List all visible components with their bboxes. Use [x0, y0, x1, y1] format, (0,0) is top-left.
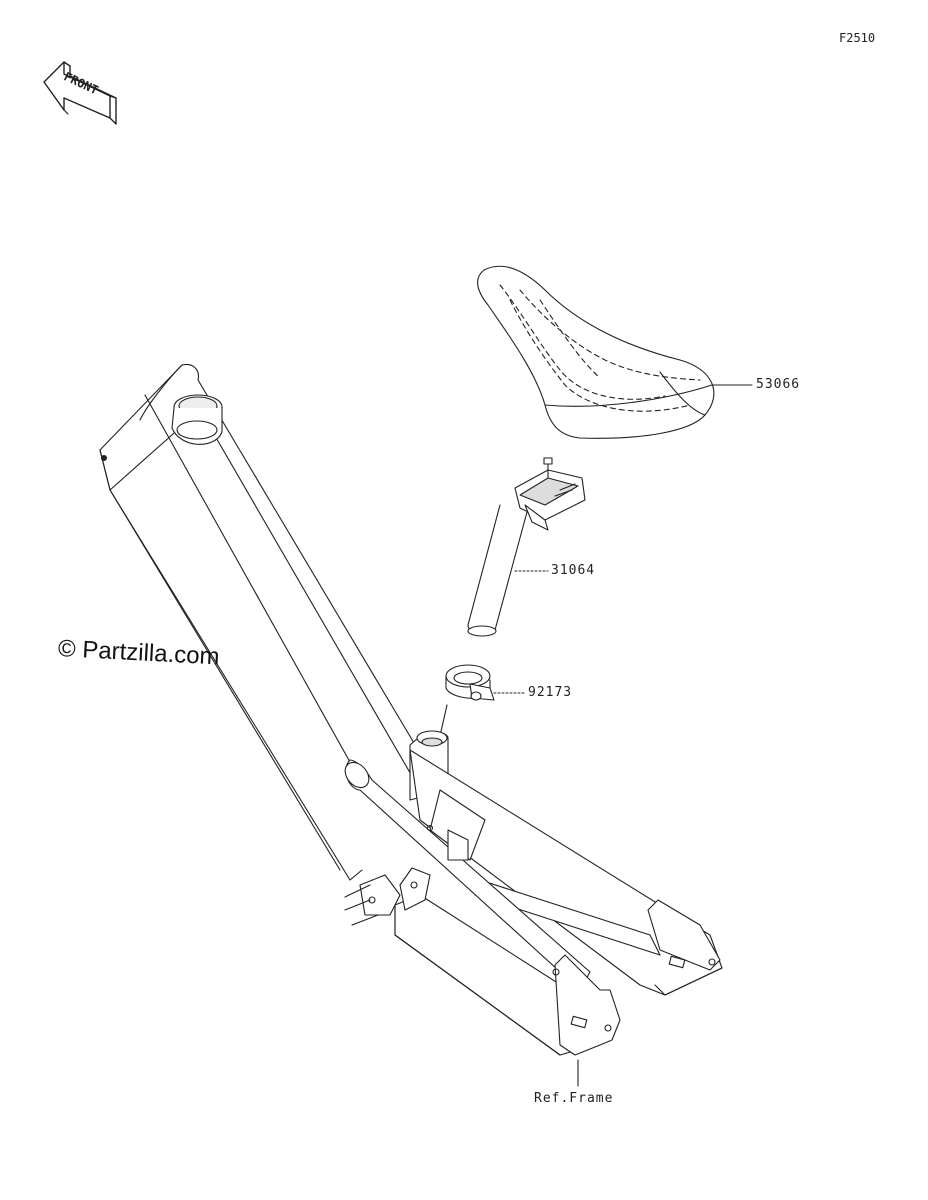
part-number-seat[interactable]: 53066 — [756, 377, 801, 392]
seat-clamp-illustration — [445, 664, 495, 701]
part-number-seat-clamp[interactable]: 92173 — [528, 685, 573, 700]
front-arrow-icon: FRONT — [43, 61, 117, 125]
reference-frame-label: Ref.Frame — [534, 1091, 614, 1106]
seat-illustration — [477, 265, 715, 439]
seat-post-illustration — [467, 457, 586, 637]
part-number-seat-post[interactable]: 31064 — [551, 563, 596, 578]
diagram-code: F2510 — [839, 31, 876, 45]
bicycle-frame-illustration — [99, 363, 723, 1056]
